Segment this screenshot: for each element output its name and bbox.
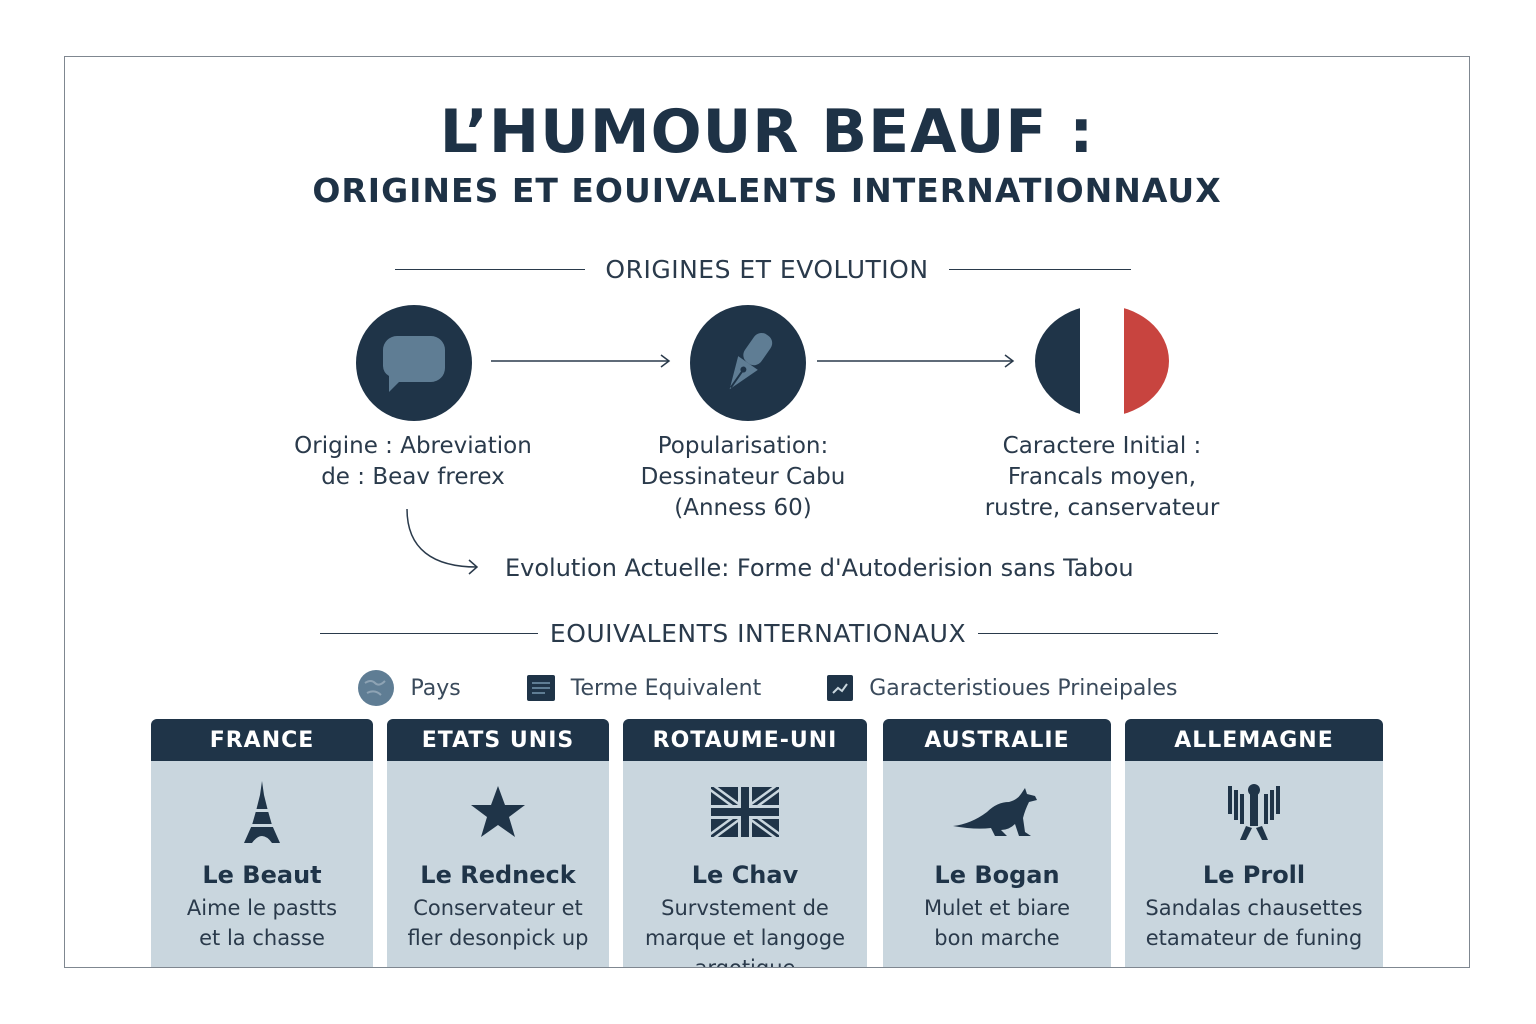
legend-item-terme: Terme Equivalent	[526, 675, 762, 701]
origin-line-2: de : Beav frerex	[321, 464, 505, 490]
heading-rule-right	[978, 632, 1219, 635]
legend: Pays Terme Equivalent Garacteristioues P…	[65, 669, 1469, 707]
union-jack-icon	[711, 787, 779, 837]
legend-item-pays: Pays	[357, 669, 461, 707]
card-term: Le Proll	[1202, 861, 1306, 889]
flag-band-red	[1124, 305, 1169, 417]
heading-rule-left	[319, 632, 538, 635]
chart-icon	[827, 675, 854, 701]
caractere-step-text: Caractere Initial : Francals moyen, rust…	[955, 431, 1249, 524]
card-icon-wrap	[1125, 769, 1383, 855]
flag-band-white	[1079, 305, 1125, 417]
card-term: Le Beaut	[202, 861, 322, 889]
card-icon-wrap	[623, 769, 867, 855]
card-desc: Mulet et biare bon marche	[883, 893, 1111, 953]
card-term: Le Bogan	[934, 861, 1060, 889]
popularisation-line-2: Dessinateur Cabu	[640, 464, 846, 490]
card-icon-wrap	[151, 769, 373, 855]
equivalents-heading: EOUIVALENTS INTERNATIONAUX	[293, 619, 1245, 648]
card-desc-line: et la chasse	[199, 926, 325, 950]
card-desc-line: etamateur de funing	[1145, 926, 1363, 950]
popularisation-line-1: Popularisation:	[657, 433, 829, 459]
origin-step-text: Origine : Abreviation de : Beav frerex	[271, 431, 555, 493]
flag-band-blue	[1035, 305, 1080, 417]
arrow-right-icon	[817, 354, 1015, 368]
card-desc: Aime le pastts et la chasse	[151, 893, 373, 953]
eagle-icon	[1228, 784, 1280, 840]
origins-heading: ORIGINES ET EVOLUTION	[387, 255, 1139, 284]
speech-bubble-icon	[383, 336, 445, 392]
equivalents-heading-text: EOUIVALENTS INTERNATIONAUX	[549, 619, 967, 648]
caractere-line-1: Caractere Initial :	[1002, 433, 1202, 459]
star-icon	[471, 786, 525, 837]
card-desc-line: marque et langoge	[644, 926, 846, 950]
heading-rule-left	[395, 268, 586, 271]
card-icon-wrap	[883, 769, 1111, 855]
arrow-right-icon	[491, 354, 671, 368]
evolution-text: Evolution Actuelle: Forme d'Autoderision…	[505, 554, 1134, 582]
card-desc-line: Sandalas chausettes	[1145, 896, 1363, 920]
card-australie: AUSTRALIE Le Bogan Mulet et biare bon ma…	[883, 719, 1111, 967]
card-country: AUSTRALIE	[883, 719, 1111, 761]
card-desc: Conservateur et fler desonpick up	[387, 893, 609, 953]
card-desc-line: Survstement de	[661, 896, 829, 920]
caractere-line-2: Francals moyen,	[1007, 464, 1197, 490]
caractere-line-3: rustre, canservateur	[984, 495, 1220, 521]
origin-step-circle	[356, 305, 472, 421]
curved-arrow-icon	[406, 508, 479, 575]
equivalents-cards: FRANCE Le Beaut Aime le pastts et la cha…	[65, 719, 1469, 968]
card-country: ETATS UNIS	[387, 719, 609, 761]
card-desc-line: Conservateur et	[413, 896, 583, 920]
popularisation-line-3: (Anness 60)	[674, 495, 812, 521]
card-desc-line: argotique	[694, 956, 796, 968]
card-desc: Sandalas chausettes etamateur de funing	[1125, 893, 1383, 953]
card-france: FRANCE Le Beaut Aime le pastts et la cha…	[151, 719, 373, 967]
card-etats-unis: ETATS UNIS Le Redneck Conservateur et fl…	[387, 719, 609, 967]
card-term: Le Chav	[691, 861, 799, 889]
legend-label-terme: Terme Equivalent	[570, 675, 762, 701]
card-desc-line: fler desonpick up	[407, 926, 589, 950]
card-country: ROTAUME-UNI	[623, 719, 867, 761]
document-icon	[526, 675, 555, 701]
card-desc-line: bon marche	[934, 926, 1060, 950]
kangaroo-icon	[953, 788, 1037, 836]
popularisation-step-text: Popularisation: Dessinateur Cabu (Anness…	[605, 431, 881, 524]
card-icon-wrap	[387, 769, 609, 855]
card-desc-line: Aime le pastts	[186, 896, 338, 920]
french-flag-icon	[1035, 305, 1169, 417]
origin-line-1: Origine : Abreviation	[294, 433, 532, 459]
legend-label-caracteristiques: Garacteristioues Prineipales	[869, 675, 1178, 701]
heading-rule-right	[948, 268, 1131, 271]
card-desc: Survstement de marque et langoge argotiq…	[623, 893, 867, 968]
legend-item-caracteristiques: Garacteristioues Prineipales	[827, 675, 1178, 701]
origins-heading-text: ORIGINES ET EVOLUTION	[605, 255, 929, 284]
card-desc-line: Mulet et biare	[923, 896, 1071, 920]
infographic-frame: L’HUMOUR BEAUF : ORIGINES ET EOUIVALENTS…	[64, 56, 1470, 968]
pen-nib-icon	[729, 332, 773, 390]
card-term: Le Redneck	[420, 861, 576, 889]
card-allemagne: ALLEMAGNE Le Proll Sandalas chausette	[1125, 719, 1383, 967]
globe-icon	[357, 670, 394, 706]
page-title: L’HUMOUR BEAUF :	[439, 97, 1095, 167]
eiffel-tower-icon	[244, 781, 280, 843]
card-country: ALLEMAGNE	[1125, 719, 1383, 761]
page-subtitle: ORIGINES ET EOUIVALENTS INTERNATIONNAUX	[312, 171, 1222, 210]
card-country: FRANCE	[151, 719, 373, 761]
legend-label-pays: Pays	[410, 675, 461, 701]
popularisation-step-circle	[690, 305, 806, 421]
card-royaume-uni: ROTAUME-UNI Le Chav Survstement de marqu	[623, 719, 867, 968]
